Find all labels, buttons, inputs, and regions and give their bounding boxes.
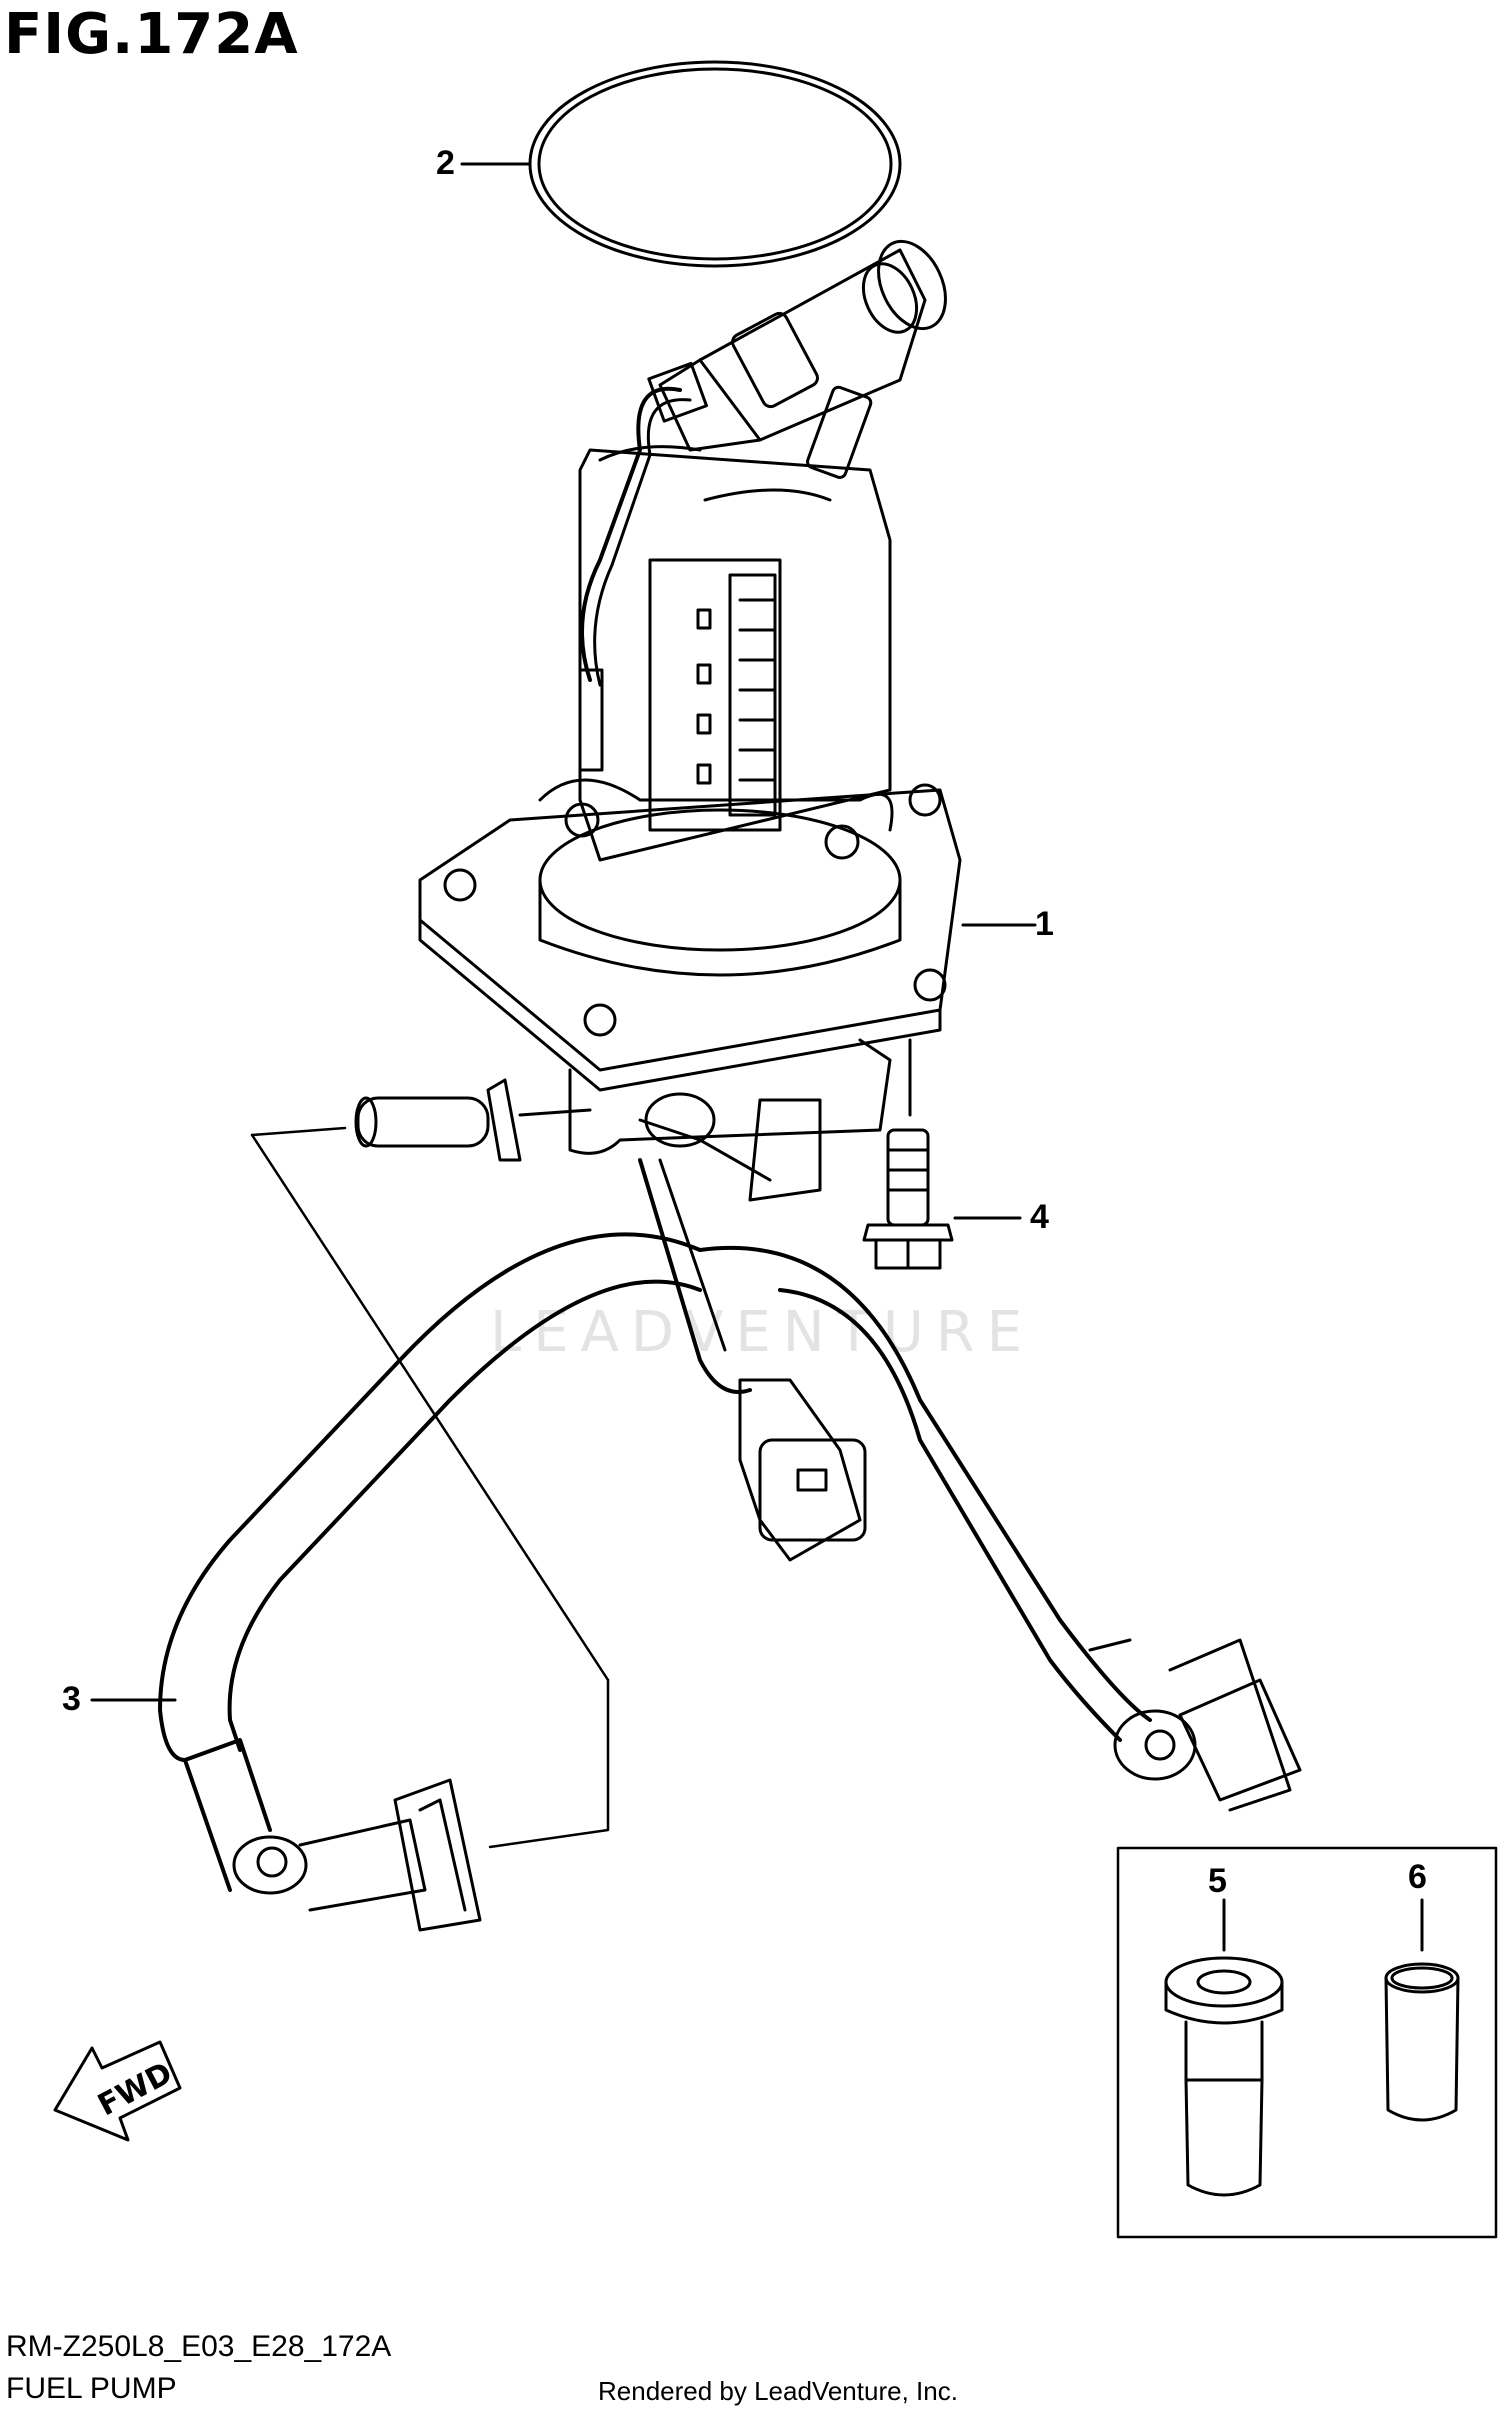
callout-4: 4 — [1030, 1198, 1049, 1236]
inlet-pipe — [354, 1078, 592, 1162]
callout-6: 6 — [1408, 1858, 1427, 1896]
fuel-pump-assembly-part-1[interactable] — [418, 231, 1037, 1202]
callout-2: 2 — [436, 144, 455, 182]
callout-3: 3 — [62, 1680, 81, 1718]
o-ring-part-2[interactable] — [460, 60, 902, 268]
callout-1: 1 — [1035, 905, 1054, 943]
diagram-name: FUEL PUMP — [6, 2372, 177, 2405]
watermark: LEADVENTURE — [490, 1300, 1035, 1365]
figure-title: FIG.172A — [4, 2, 299, 67]
fuel-hose-part-3[interactable] — [90, 1126, 1302, 1932]
bolt-part-4[interactable] — [862, 1128, 1022, 1270]
diagram-code: RM-Z250L8_E03_E28_172A — [6, 2330, 392, 2363]
callout-5: 5 — [1208, 1862, 1227, 1900]
inset-box — [1116, 1846, 1498, 2239]
collar-part-6[interactable] — [1384, 1898, 1460, 2122]
render-credit: Rendered by LeadVenture, Inc. — [598, 2376, 958, 2406]
grommet-part-5[interactable] — [1164, 1898, 1284, 2197]
wire-harness — [638, 1092, 867, 1562]
forward-arrow-icon: FWD — [53, 2040, 182, 2142]
